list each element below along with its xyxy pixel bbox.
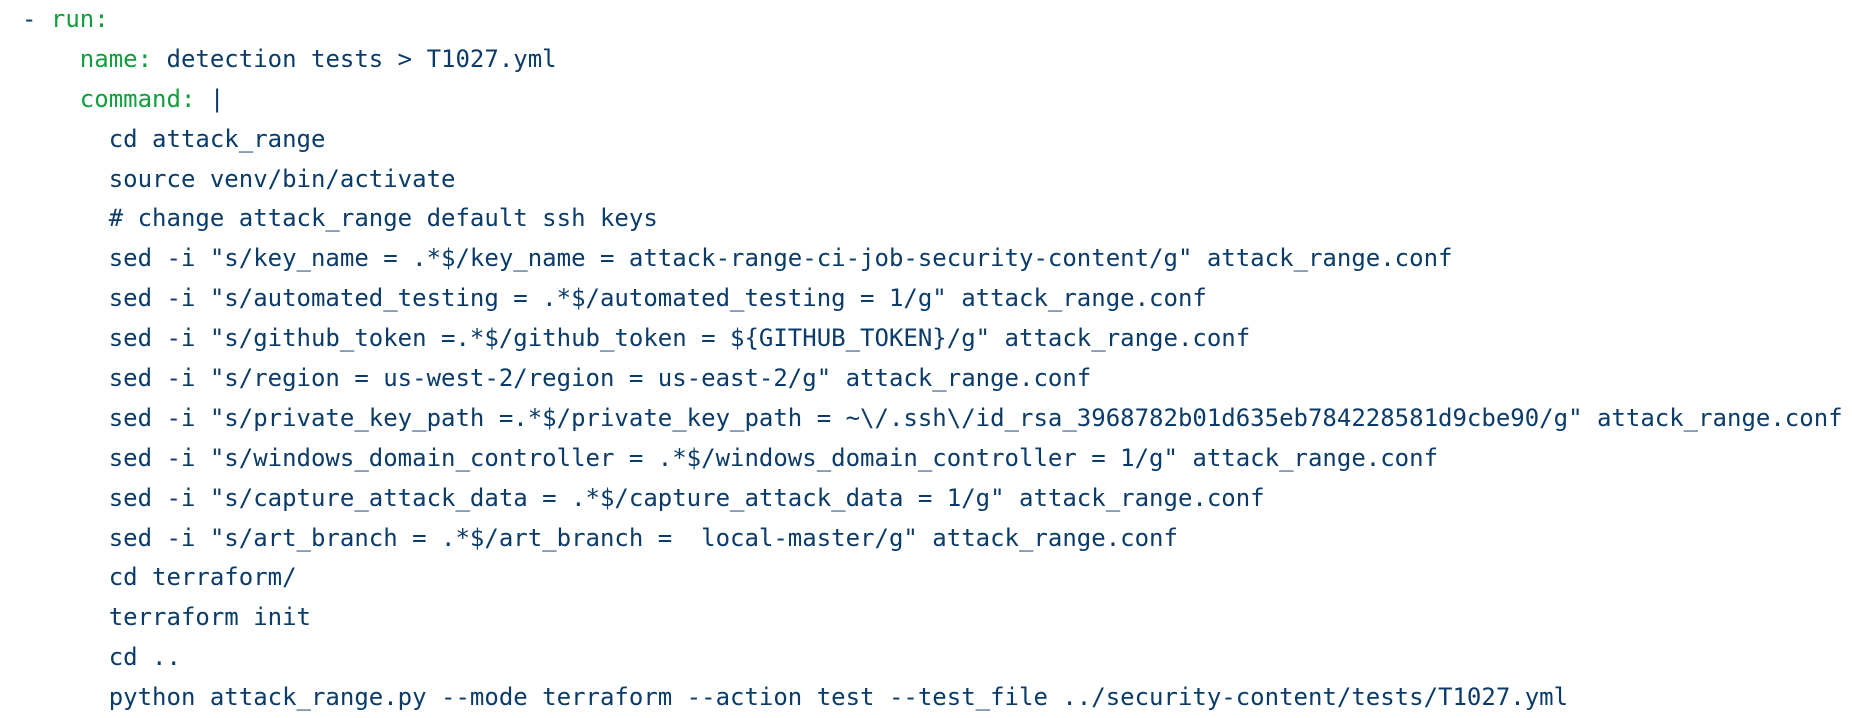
code-line: # change attack_range default ssh keys: [22, 199, 1852, 239]
code-text: cd ..: [22, 643, 181, 672]
code-text: sed -i "s/region = us-west-2/region = us…: [22, 364, 1092, 393]
code-text: python attack_range.py --mode terraform …: [22, 683, 1569, 712]
code-text: -: [22, 5, 51, 33]
code-text: sed -i "s/capture_attack_data = .*$/capt…: [22, 483, 1265, 512]
code-text: sed -i "s/private_key_path =.*$/private_…: [22, 403, 1843, 432]
code-line: sed -i "s/automated_testing = .*$/automa…: [22, 279, 1852, 319]
code-text: # change attack_range default ssh keys: [22, 204, 658, 233]
code-text: sed -i "s/windows_domain_controller = .*…: [22, 443, 1439, 472]
code-text: |: [195, 84, 225, 113]
yaml-key: run:: [50, 5, 109, 33]
code-line: command: |: [22, 80, 1852, 120]
code-text: sed -i "s/github_token =.*$/github_token…: [22, 324, 1251, 353]
code-text: sed -i "s/automated_testing = .*$/automa…: [22, 284, 1207, 313]
code-line: sed -i "s/capture_attack_data = .*$/capt…: [22, 479, 1852, 519]
code-line: terraform init: [22, 598, 1852, 638]
code-line: sed -i "s/private_key_path =.*$/private_…: [22, 399, 1852, 439]
code-line: cd attack_range: [22, 120, 1852, 160]
yaml-key: name:: [79, 44, 153, 73]
code-line: python attack_range.py --mode terraform …: [22, 678, 1852, 718]
code-line: sed -i "s/region = us-west-2/region = us…: [22, 359, 1852, 399]
code-line: name: detection tests > T1027.yml: [22, 40, 1852, 80]
code-text: cd terraform/: [22, 563, 297, 592]
yaml-key: command:: [79, 84, 196, 113]
code-text: terraform init: [22, 603, 311, 632]
code-line: sed -i "s/windows_domain_controller = .*…: [22, 439, 1852, 479]
code-text: cd attack_range: [22, 124, 326, 153]
code-line: source venv/bin/activate: [22, 160, 1852, 200]
code-line: cd ..: [22, 638, 1852, 678]
code-line: - run:: [22, 0, 1852, 40]
code-line: sed -i "s/key_name = .*$/key_name = atta…: [22, 239, 1852, 279]
code-text: [22, 85, 80, 113]
code-text: source venv/bin/activate: [22, 164, 456, 193]
code-line: sed -i "s/github_token =.*$/github_token…: [22, 319, 1852, 359]
code-text: [22, 45, 80, 73]
code-text: sed -i "s/art_branch = .*$/art_branch = …: [22, 523, 1178, 552]
code-text: sed -i "s/key_name = .*$/key_name = atta…: [22, 244, 1453, 273]
code-line: cd terraform/: [22, 558, 1852, 598]
code-text: detection tests > T1027.yml: [152, 44, 557, 73]
code-line: sed -i "s/art_branch = .*$/art_branch = …: [22, 519, 1852, 559]
